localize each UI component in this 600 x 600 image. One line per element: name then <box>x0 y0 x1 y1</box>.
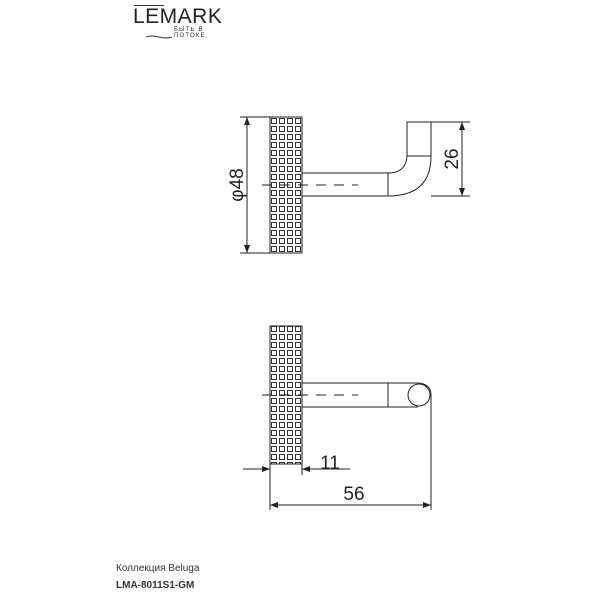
rod <box>302 172 389 197</box>
logo-bar <box>134 5 164 6</box>
hook-end-circle <box>407 383 431 407</box>
offset-label: 11 <box>320 453 340 474</box>
model-number: LMA-8011S1-GM <box>116 580 195 591</box>
top-view <box>240 116 470 254</box>
hook <box>387 121 432 197</box>
height-label: 26 <box>442 148 463 169</box>
logo-brand: LEMARK <box>133 5 223 28</box>
rod <box>302 382 418 408</box>
logo-tagline: БЫТЬ В ПОТОКЕ <box>174 27 206 39</box>
logo-wave-icon <box>146 35 172 39</box>
diameter-label: φ48 <box>227 168 248 201</box>
length-label: 56 <box>343 484 364 505</box>
collection-label: Коллекция Beluga <box>116 563 200 574</box>
brand-logo: LEMARK БЫТЬ В ПОТОКЕ <box>128 5 238 39</box>
bottom-view <box>243 325 432 510</box>
product-info: Коллекция Beluga LMA-8011S1-GM <box>116 563 199 591</box>
